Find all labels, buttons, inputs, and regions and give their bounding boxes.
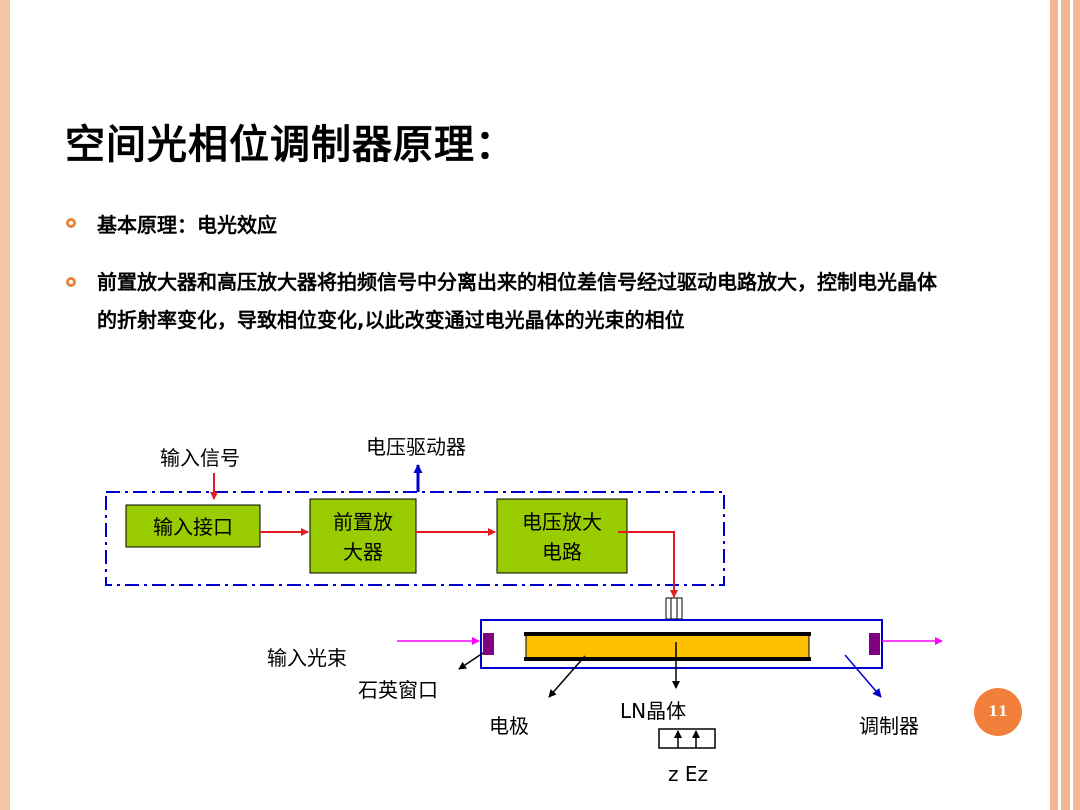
right-border <box>1050 0 1080 810</box>
amp-circuit-label-line1: 电压放大 <box>522 510 602 534</box>
left-border <box>0 0 10 810</box>
amp-circuit-label-line2: 电路 <box>542 540 582 564</box>
electrode-label: 电极 <box>489 714 529 738</box>
axis-label: z Ez <box>668 762 708 786</box>
quartz-window-right <box>869 633 880 655</box>
electrode-bottom <box>524 657 811 661</box>
arrow-amp-to-modulator <box>618 531 678 598</box>
preamp-label-line1: 前置放 <box>333 510 393 534</box>
driver-enclosure <box>105 491 725 586</box>
voltage-driver-label: 电压驱动器 <box>366 435 466 459</box>
input-interface-label: 输入接口 <box>153 515 233 539</box>
electrode-pointer <box>548 655 586 698</box>
preamp-box <box>309 498 417 574</box>
quartz-window-pointer <box>458 652 484 670</box>
bullet-text-1: 基本原理：电光效应 <box>97 213 277 237</box>
slide-title: 空间光相位调制器原理： <box>65 122 516 168</box>
electrode-connector <box>665 597 683 620</box>
modulator-pointer <box>844 654 882 698</box>
quartz-window-left <box>483 633 494 655</box>
quartz-window-label: 石英窗口 <box>358 678 438 702</box>
modulator-label: 调制器 <box>859 714 919 738</box>
page-number-badge: 11 <box>974 688 1022 736</box>
bullet-text-2: 前置放大器和高压放大器将拍频信号中分离出来的相位差信号经过驱动电路放大，控制电光… <box>97 270 937 332</box>
electrode-top <box>524 632 811 636</box>
ln-crystal-label: LN晶体 <box>620 699 686 723</box>
input-interface-box <box>125 504 261 548</box>
modulator-housing <box>480 619 883 669</box>
input-beam-label: 输入光束 <box>267 646 347 670</box>
ln-crystal <box>525 634 810 660</box>
bullet-icon <box>66 218 76 228</box>
input-signal-label: 输入信号 <box>160 446 240 470</box>
preamp-label-line2: 大器 <box>343 540 383 564</box>
bullet-icon <box>66 277 76 287</box>
field-direction-icon <box>658 728 716 749</box>
amp-circuit-box <box>496 498 628 574</box>
